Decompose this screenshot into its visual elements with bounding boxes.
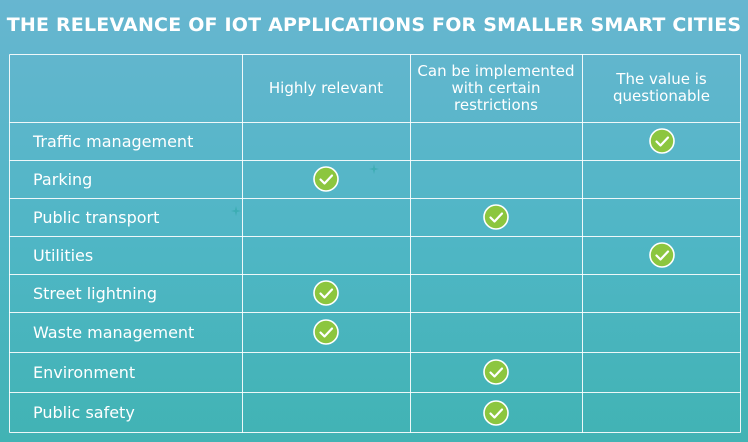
row-label: Traffic management — [33, 131, 194, 151]
chart-title: THE RELEVANCE OF IOT APPLICATIONS FOR SM… — [6, 14, 742, 36]
sparkle-icon — [369, 164, 379, 174]
row-label: Street lightning — [33, 283, 158, 303]
column-header: Highly relevant — [268, 78, 384, 97]
check-circle-icon — [313, 280, 339, 306]
check-circle-icon — [648, 128, 675, 154]
check-circle-icon — [648, 242, 675, 268]
row-label: Waste management — [33, 322, 195, 342]
check-circle-icon — [313, 166, 339, 192]
check-circle-icon — [483, 204, 509, 230]
sparkle-icon — [231, 206, 241, 216]
table-gridlines — [9, 54, 741, 433]
check-circle-icon — [483, 359, 509, 385]
relevance-table: Highly relevant Can be implemented with c… — [9, 54, 741, 433]
column-header: The value is questionable — [613, 70, 710, 105]
column-header: Can be implemented with certain restrict… — [417, 61, 575, 114]
row-label: Public transport — [33, 207, 160, 227]
row-label: Public safety — [33, 403, 135, 422]
row-label: Parking — [33, 169, 93, 189]
row-label: Environment — [33, 362, 136, 382]
row-label: Utilities — [33, 245, 94, 265]
check-circle-icon — [483, 399, 509, 426]
check-circle-icon — [313, 319, 339, 345]
